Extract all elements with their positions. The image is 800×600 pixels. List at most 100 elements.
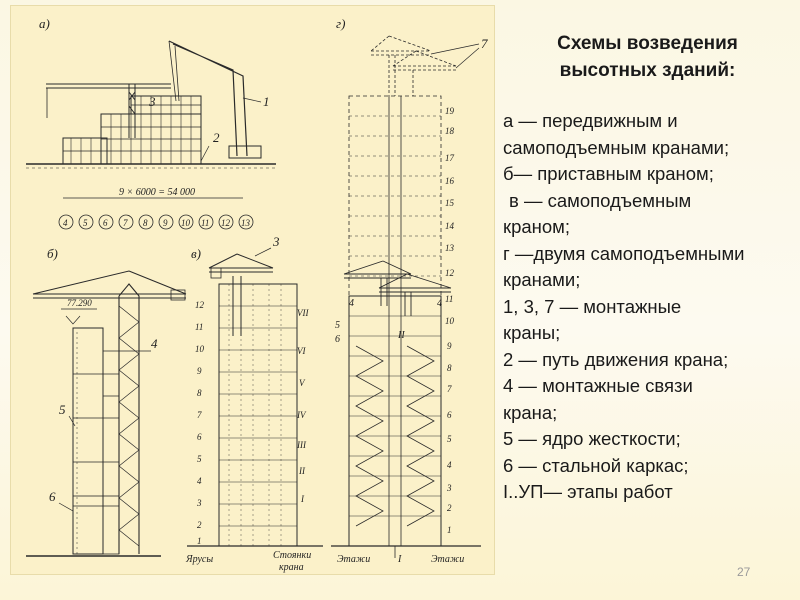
callout-6: 6	[49, 489, 56, 504]
level-label: 5	[197, 454, 202, 464]
legend-line: кранами;	[503, 269, 581, 290]
floor-label: 17	[445, 153, 455, 163]
legend-line: краны;	[503, 322, 561, 343]
floor-label: 15	[445, 198, 455, 208]
floor-label: 7	[447, 384, 452, 394]
axis-label: 13	[241, 218, 251, 228]
level-label: 4	[197, 476, 202, 486]
caption-stoyanki: Стоянки	[273, 550, 311, 561]
floor-label: 19	[445, 106, 455, 116]
legend-line: 6 — стальной каркас;	[503, 454, 689, 476]
scheme-g: г) 7 4 4 5 6	[331, 16, 488, 565]
caption-yarusy: Ярусы	[185, 554, 213, 565]
legend-line: а — передвижным и	[503, 110, 678, 131]
callout-4g-right: 4	[437, 298, 442, 309]
stage-label: IV	[296, 410, 307, 420]
caption-etazhi-left: Этажи	[337, 554, 370, 565]
legend-line: 5 — ядро жесткости;	[503, 428, 681, 449]
callout-2: 2	[213, 130, 220, 145]
level-label: 6	[197, 432, 202, 442]
floor-label: 13	[445, 243, 455, 253]
stages-v: VII VI V IV III II I	[296, 308, 309, 504]
callout-3v: 3	[272, 234, 280, 249]
elevation-mark: 77.290	[67, 298, 92, 308]
legend-list: а — передвижным и самоподъемным кранами;…	[503, 108, 798, 506]
construction-schemes-figure: а) 3 1 2	[10, 5, 495, 575]
span-dimension: 9 × 6000 = 54 000	[119, 187, 195, 198]
caption-krana: крана	[279, 562, 304, 573]
axis-label: 7	[123, 218, 128, 228]
label-a: а)	[39, 16, 50, 31]
level-label: 1	[197, 536, 202, 546]
floor-label: 10	[445, 316, 455, 326]
floor-label: 8	[447, 363, 452, 373]
stage-label: VI	[297, 346, 306, 356]
stage-label: I	[300, 494, 305, 504]
level-label: 11	[195, 322, 203, 332]
floor-label: 16	[445, 176, 455, 186]
floor-label: 9	[447, 341, 452, 351]
legend-line: г —двумя самоподъемными	[503, 242, 745, 264]
axis-label: 4	[63, 218, 68, 228]
levels-v: 12 11 10 9 8 7 6 5 4 3 2 1	[195, 300, 205, 546]
scheme-v: в) 3 12 11 10 9 8 7 6	[185, 234, 323, 573]
callout-3: 3	[148, 94, 156, 109]
axis-label: 10	[181, 218, 191, 228]
callout-1: 1	[263, 94, 270, 109]
level-label: 8	[197, 388, 202, 398]
title-line: высотных зданий:	[559, 60, 736, 81]
label-v: в)	[191, 246, 201, 261]
schemes-drawing: а) 3 1 2	[26, 16, 488, 573]
level-label: 2	[197, 520, 202, 530]
level-label: 10	[195, 344, 205, 354]
label-g: г)	[336, 16, 345, 31]
stage-mark-g: II	[397, 330, 405, 341]
legend-line: 2 — путь движения крана;	[503, 348, 729, 370]
level-label: 12	[195, 300, 205, 310]
scheme-a: а) 3 1 2	[26, 16, 276, 230]
floor-label: 3	[446, 483, 452, 493]
axis-label: 12	[221, 218, 231, 228]
level-label: 9	[197, 366, 202, 376]
axis-label: 8	[143, 218, 148, 228]
floor-label: 4	[447, 460, 452, 470]
legend-line: краном;	[503, 216, 571, 237]
axis-label: 9	[163, 218, 168, 228]
axis-mark-g: I	[397, 554, 402, 565]
caption-etazhi-right: Этажи	[431, 554, 464, 565]
scheme-b: б) 77.290 4 5 6	[26, 246, 187, 557]
level-label: 7	[197, 410, 202, 420]
axis-label: 5	[83, 218, 88, 228]
level-label: 3	[196, 498, 202, 508]
legend-line: 1, 3, 7 — монтажные	[503, 295, 682, 317]
floor-label: 14	[445, 221, 455, 231]
axis-bubbles-a: 4 5 6 7 8 9 10 11 12 13	[58, 214, 254, 230]
floor-label: 18	[445, 126, 455, 136]
callout-5g: 5	[335, 320, 340, 331]
callout-4: 4	[151, 336, 158, 351]
callout-6g: 6	[335, 334, 340, 345]
label-b: б)	[47, 246, 58, 261]
floor-label: 11	[445, 294, 453, 304]
slide-title: Схемы возведения высотных зданий:	[500, 30, 795, 84]
callout-5: 5	[59, 402, 66, 417]
axis-label: 11	[201, 218, 209, 228]
stage-label: II	[298, 466, 306, 476]
floor-label: 6	[447, 410, 452, 420]
floor-label: 1	[447, 525, 452, 535]
legend-line: 4 — монтажные связи	[503, 375, 693, 396]
legend-line: крана;	[503, 401, 558, 423]
page-number: 27	[737, 565, 751, 579]
floor-label: 2	[447, 503, 452, 513]
legend-line: в — самоподъемным	[509, 189, 692, 211]
axis-label: 6	[103, 218, 108, 228]
legend-line: I..УП— этапы работ	[503, 481, 673, 502]
stage-label: III	[296, 440, 307, 450]
title-line: Схемы возведения	[557, 33, 738, 54]
callout-7: 7	[481, 36, 488, 51]
floors-g: 19 18 17 16 15 14 13 12 11 10 9 8 7 6 5 …	[445, 106, 455, 535]
floor-label: 12	[445, 268, 455, 278]
floor-label: 5	[447, 434, 452, 444]
stage-label: V	[299, 378, 306, 388]
